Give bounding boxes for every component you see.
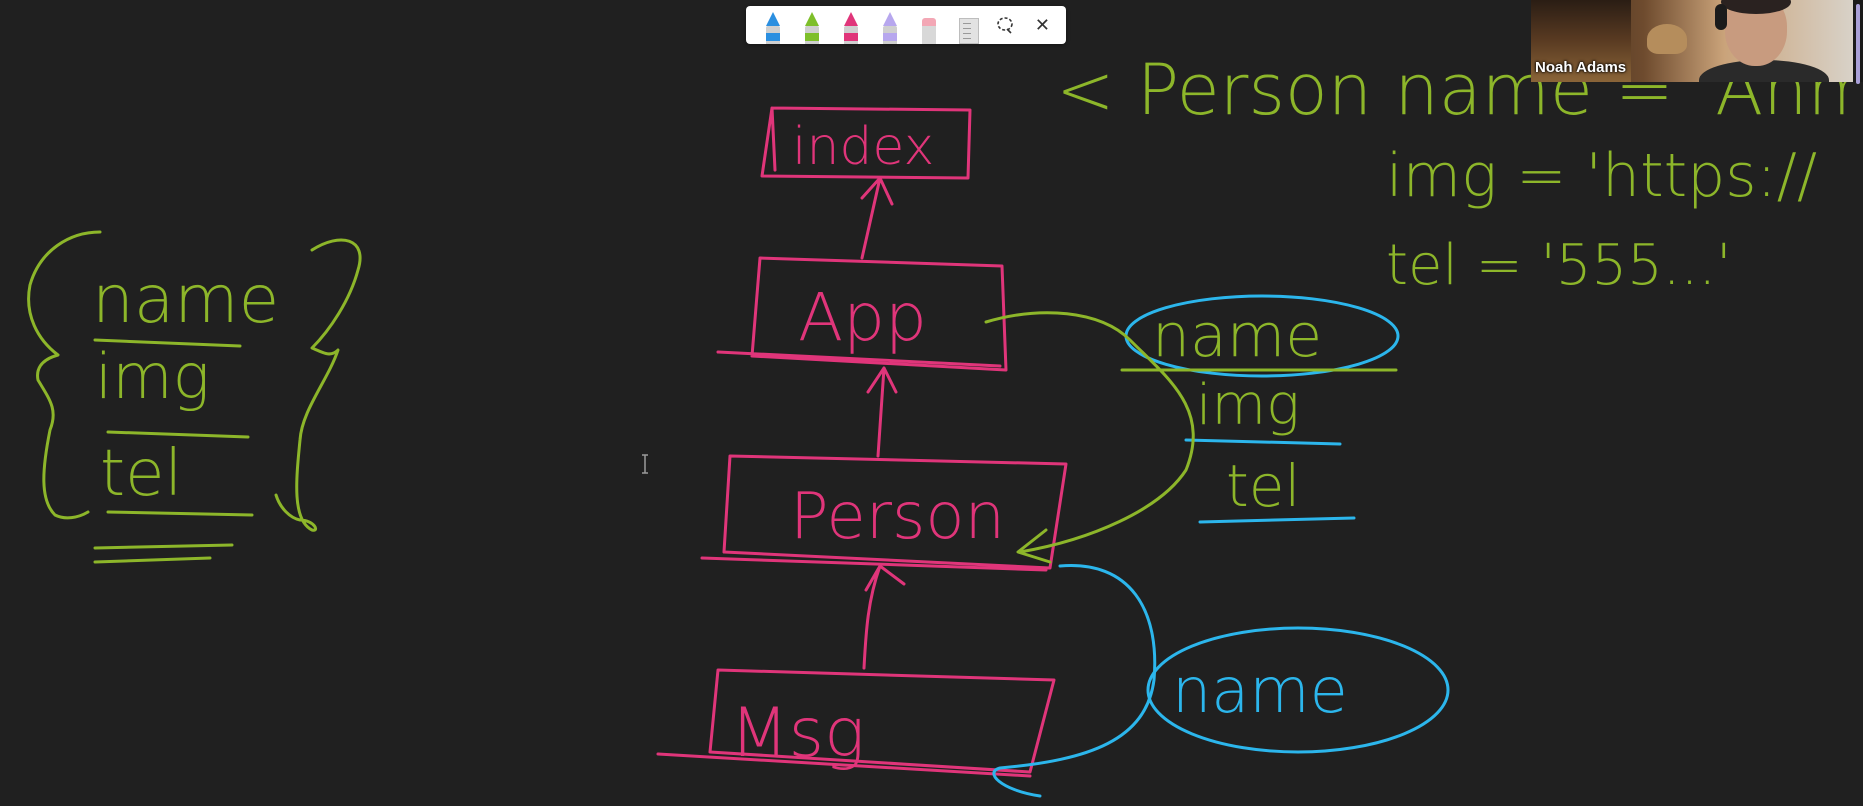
node-index-box xyxy=(760,106,972,180)
pen-toolbar: ✕ xyxy=(746,6,1066,44)
left-prop-img: img xyxy=(95,340,210,413)
jsx-line-2: img = 'https:// xyxy=(1386,141,1817,211)
msg-name-circle xyxy=(1146,626,1450,754)
left-double-underline-2 xyxy=(93,556,212,564)
blue-pen-tool[interactable] xyxy=(758,10,787,44)
eraser-tool[interactable] xyxy=(914,10,943,44)
node-msg-box xyxy=(656,668,1056,778)
msg-prop-group: name xyxy=(992,564,1450,798)
node-person-box xyxy=(700,454,1068,572)
component-tree: index App Person Msg xyxy=(656,106,1068,778)
left-prop-name-underline xyxy=(93,338,242,348)
arrow-person-to-msg xyxy=(992,564,1157,798)
node-app-box xyxy=(716,256,1008,372)
lasso-icon xyxy=(997,17,1014,34)
participant-video xyxy=(1699,0,1829,82)
close-icon: ✕ xyxy=(1034,14,1051,35)
node-index-label: index xyxy=(792,117,934,177)
lasso-button[interactable] xyxy=(992,6,1019,44)
ruler-tool[interactable] xyxy=(953,10,982,44)
eraser-icon xyxy=(921,22,936,44)
participant-name: Noah Adams xyxy=(1535,59,1627,76)
left-prop-tel-underline xyxy=(106,510,254,517)
pink-pen-tool[interactable] xyxy=(836,10,865,44)
close-toolbar-button[interactable]: ✕ xyxy=(1029,6,1056,44)
jsx-example: < Person name = 'Ahmet' img = 'https:// … xyxy=(1056,49,1863,298)
props-tel-underline xyxy=(1198,516,1356,524)
left-double-underline-1 xyxy=(93,543,234,550)
props-group-tel: tel xyxy=(1226,452,1301,520)
arrow-app-to-index xyxy=(860,176,894,260)
highlighter-tool[interactable] xyxy=(875,10,904,44)
left-props-object: name img tel xyxy=(27,230,362,564)
left-prop-tel: tel xyxy=(100,437,182,511)
green-pen-tool[interactable] xyxy=(797,10,826,44)
open-curly-brace xyxy=(27,230,102,520)
props-img-underline xyxy=(1184,438,1342,446)
msg-prop-name: name xyxy=(1172,654,1348,727)
props-group: name img tel xyxy=(984,294,1400,564)
node-person-label: Person xyxy=(790,480,1005,554)
text-cursor-icon xyxy=(642,454,648,474)
scrollbar[interactable] xyxy=(1853,0,1863,84)
webcam-tile[interactable]: Noah Adams xyxy=(1531,0,1853,82)
left-prop-img-underline xyxy=(106,430,250,439)
props-group-name: name xyxy=(1152,301,1322,371)
ruler-icon xyxy=(958,18,979,44)
arrow-app-to-props xyxy=(984,311,1195,564)
scrollbar-thumb[interactable] xyxy=(1856,4,1860,84)
props-group-img: img xyxy=(1196,373,1300,438)
headset-icon xyxy=(1715,4,1727,30)
node-app-label: App xyxy=(798,279,927,356)
arrow-person-to-app xyxy=(866,366,898,458)
jsx-line-3: tel = '555...' xyxy=(1386,233,1732,298)
left-prop-name: name xyxy=(92,261,279,338)
close-curly-brace xyxy=(274,238,362,532)
node-msg-label: Msg xyxy=(730,694,865,773)
arrow-msg-to-person xyxy=(862,564,906,670)
